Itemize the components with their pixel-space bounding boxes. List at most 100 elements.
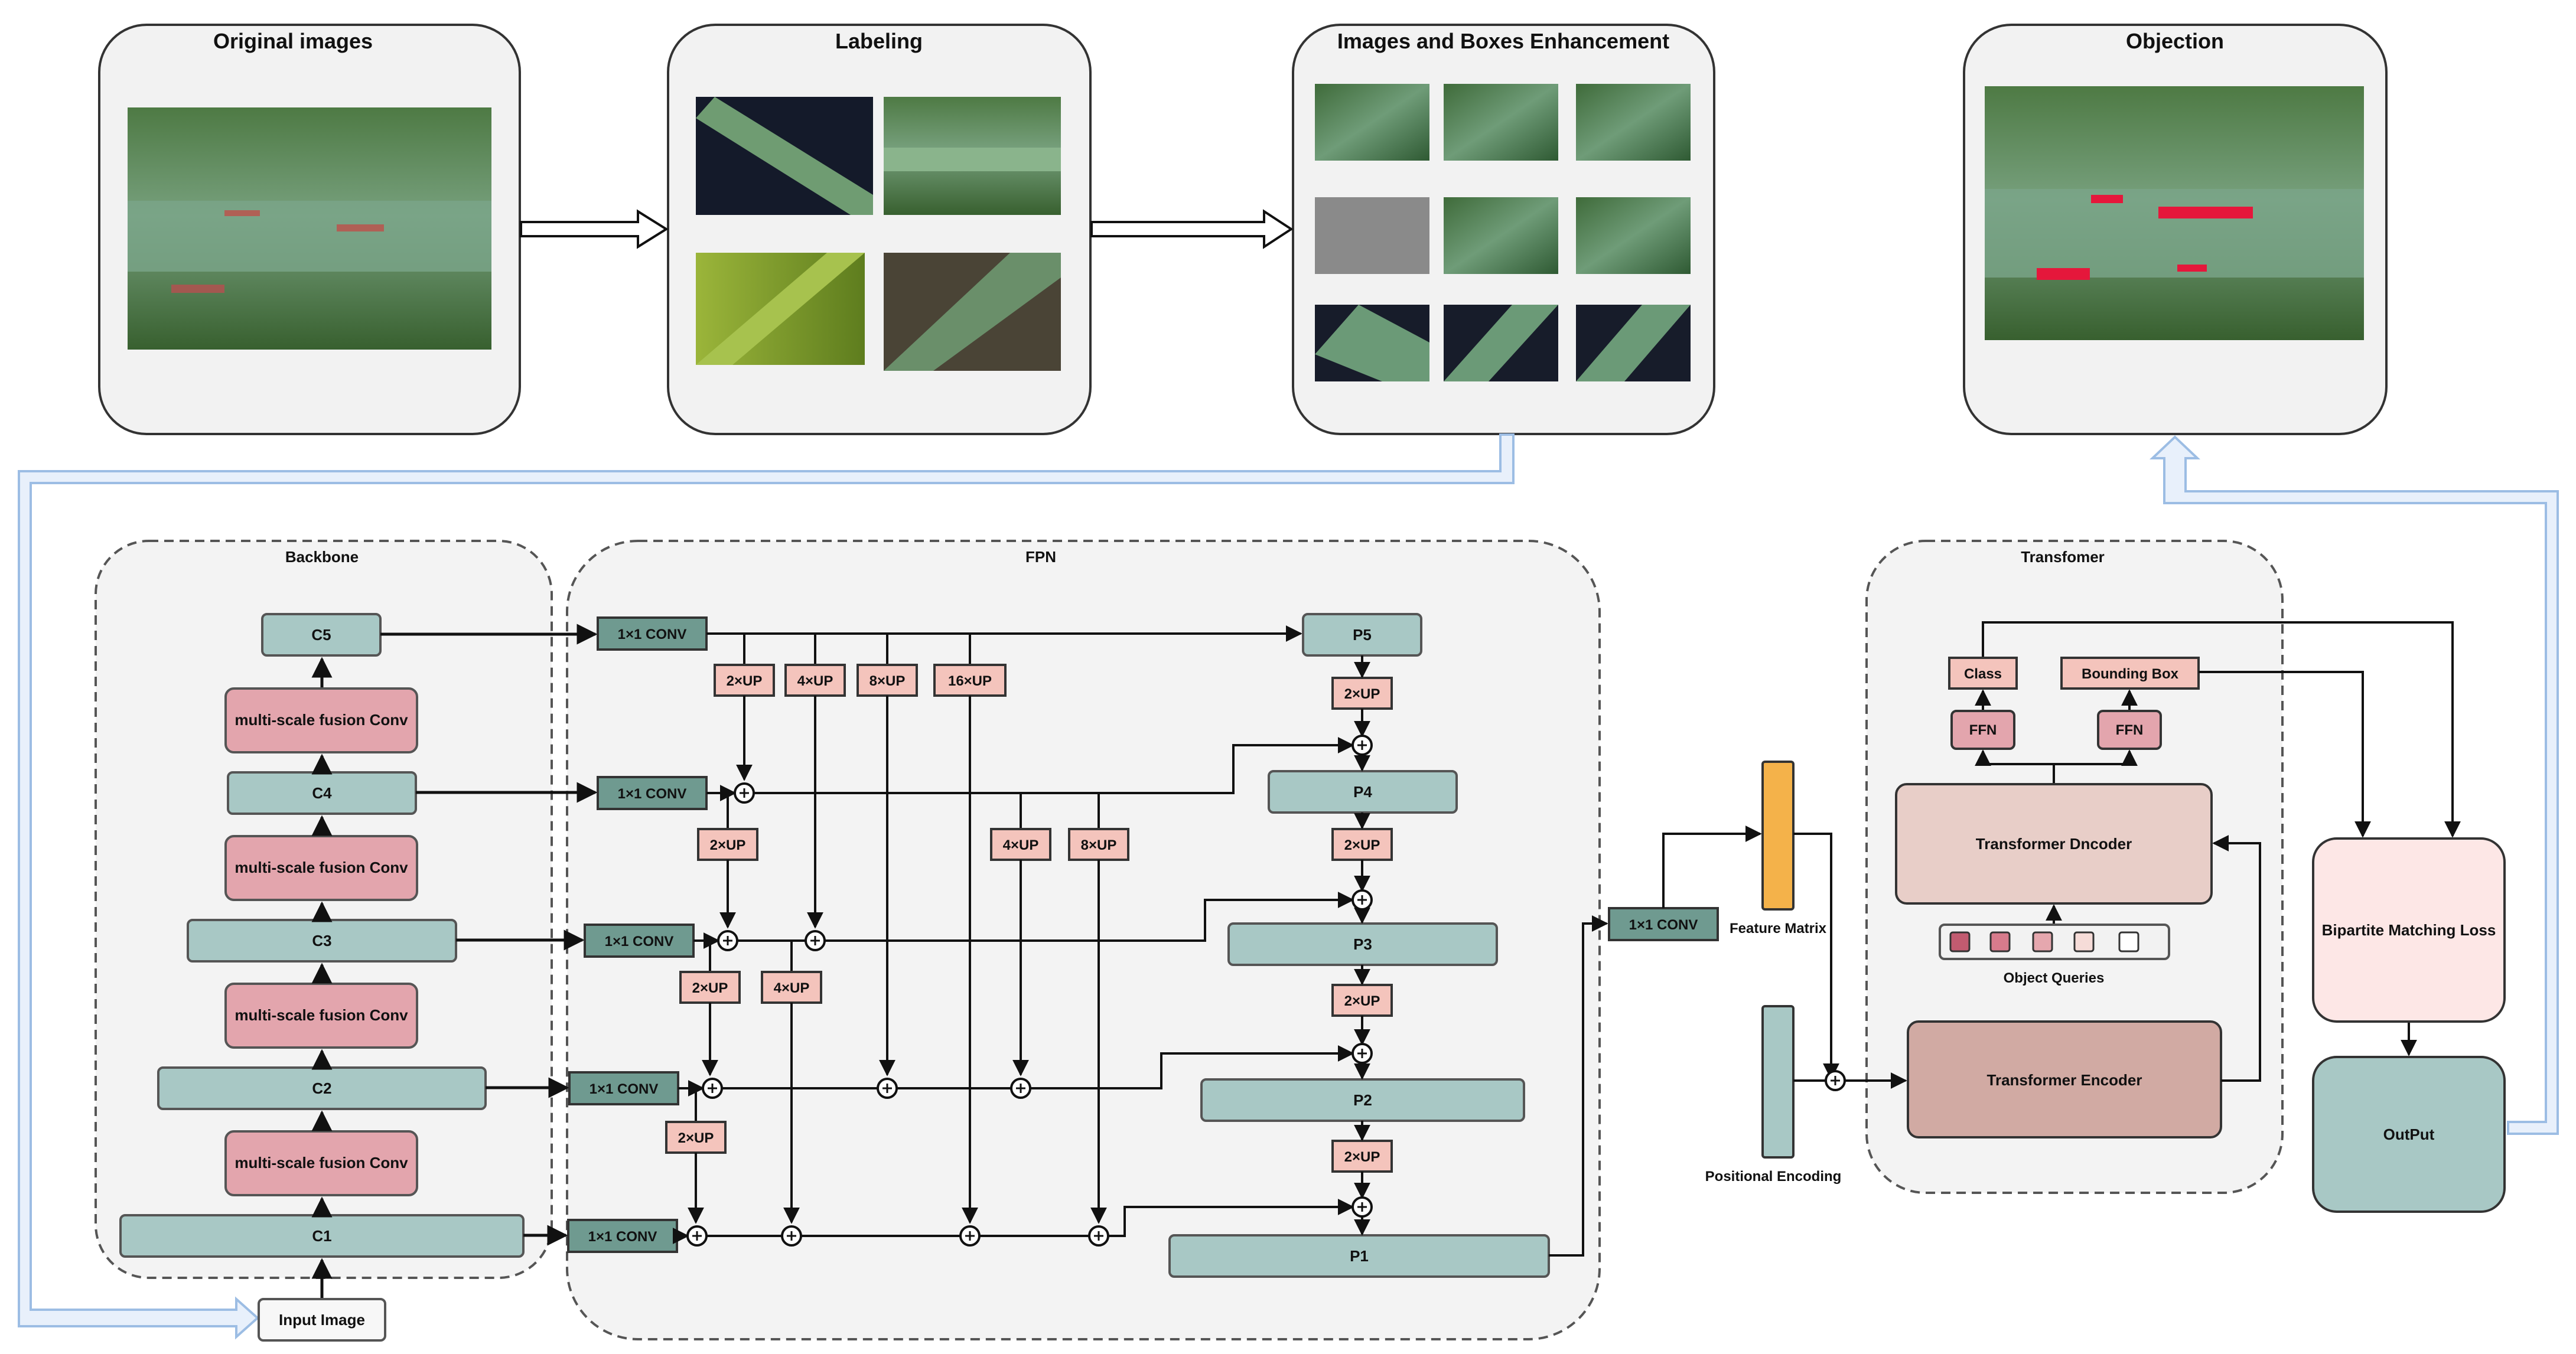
object-queries-label: Object Queries <box>2004 970 2105 986</box>
panel-title-original: Original images <box>213 29 373 53</box>
p1-node: P1 <box>1168 1234 1550 1278</box>
c3-node: C3 <box>187 919 457 963</box>
p5-label: P5 <box>1353 626 1372 644</box>
svg-text:2×UP: 2×UP <box>1344 1149 1380 1165</box>
c3-label: C3 <box>312 932 331 950</box>
svg-text:4×UP: 4×UP <box>1003 837 1039 853</box>
panel-enhancement: Images and Boxes Enhancement <box>1292 24 1715 435</box>
fpn-conv-5-label: 1×1 CONV <box>618 627 687 642</box>
svg-text:2×UP: 2×UP <box>692 980 728 996</box>
panel-title-labeling: Labeling <box>835 29 923 53</box>
bounding-box-label: Bounding Box <box>2082 666 2179 682</box>
up-c2-2x: 2×UP <box>665 1121 727 1154</box>
svg-text:16×UP: 16×UP <box>948 673 992 689</box>
up-c5-2x: 2×UP <box>714 664 775 697</box>
positional-encoding-label: Positional Encoding <box>1705 1169 1842 1185</box>
up-p3-2x: 2×UP <box>1331 984 1393 1017</box>
blue-flow-to-input <box>18 433 1515 1340</box>
decoder-label: Transformer Dncoder <box>1976 835 2132 853</box>
c4-label: C4 <box>312 784 332 802</box>
p1-label: P1 <box>1350 1247 1369 1265</box>
svg-text:4×UP: 4×UP <box>797 673 833 689</box>
svg-text:4×UP: 4×UP <box>774 980 810 996</box>
transformer-title: Transfomer <box>2021 548 2105 566</box>
backbone-title: Backbone <box>285 548 359 566</box>
transformer-connections <box>1662 621 2461 1089</box>
p2-node: P2 <box>1200 1078 1525 1122</box>
svg-text:2×UP: 2×UP <box>1344 686 1380 702</box>
fpn-sum-plus-signs <box>692 740 1367 1241</box>
up-p5-2x: 2×UP <box>1331 677 1393 710</box>
c1-node: C1 <box>119 1214 525 1258</box>
svg-text:2×UP: 2×UP <box>1344 837 1380 853</box>
msf-conv-4: multi-scale fusion Conv <box>224 687 418 753</box>
panel-title-enhancement: Images and Boxes Enhancement <box>1337 29 1669 53</box>
labeling-image-3 <box>696 253 865 365</box>
up-p4-2x: 2×UP <box>1331 828 1393 861</box>
enhanced-image-grid <box>1315 84 1691 381</box>
p4-label: P4 <box>1353 783 1372 801</box>
svg-text:2×UP: 2×UP <box>678 1130 714 1146</box>
feature-matrix-label: Feature Matrix <box>1730 921 1827 937</box>
transformer-decoder: Transformer Dncoder <box>1895 783 2213 905</box>
ffn-left: FFN <box>1950 710 2015 750</box>
up-c5-16x: 16×UP <box>933 664 1007 697</box>
up-c4-2x: 2×UP <box>697 828 758 861</box>
p3-node: P3 <box>1227 922 1498 966</box>
transformer-encoder: Transformer Encoder <box>1907 1020 2222 1138</box>
panel-labeling: Labeling <box>667 24 1092 435</box>
transformer-sum-node <box>1825 1070 1846 1091</box>
labeling-image-1 <box>696 97 873 215</box>
c5-node: C5 <box>261 613 382 657</box>
bipartite-matching-loss: Bipartite Matching Loss <box>2312 837 2506 1023</box>
class-label: Class <box>1964 666 2002 682</box>
msf-conv-4-label: multi-scale fusion Conv <box>235 711 408 729</box>
svg-text:2×UP: 2×UP <box>727 673 763 689</box>
labeling-image-4 <box>884 253 1061 371</box>
backbone-to-fpn-arrows <box>380 624 598 1246</box>
original-leaf-image <box>128 107 491 350</box>
up-c5-4x: 4×UP <box>784 664 846 697</box>
up-c3-2x: 2×UP <box>679 971 741 1004</box>
svg-text:8×UP: 8×UP <box>869 673 906 689</box>
up-c4-8x: 8×UP <box>1068 828 1129 861</box>
labeling-image-2 <box>884 97 1061 215</box>
fpn-conv-5: 1×1 CONV <box>597 616 708 651</box>
c1-label: C1 <box>312 1227 331 1245</box>
c5-label: C5 <box>311 626 331 644</box>
bipartite-label: Bipartite Matching Loss <box>2322 921 2496 939</box>
flow-arrow-2 <box>1090 209 1294 249</box>
fpn-conv-2: 1×1 CONV <box>568 1071 679 1105</box>
p4-node: P4 <box>1268 770 1458 814</box>
c2-label: C2 <box>312 1079 331 1097</box>
panel-objection: Objection <box>1963 24 2388 435</box>
panel-original-images: Original images <box>98 24 521 435</box>
p3-label: P3 <box>1353 935 1372 953</box>
svg-text:2×UP: 2×UP <box>710 837 746 853</box>
feature-matrix: Feature Matrix <box>1730 761 1827 937</box>
fpn-connections <box>672 625 1608 1257</box>
blue-flow-to-objection <box>2149 435 2559 1135</box>
p2-label: P2 <box>1353 1091 1372 1109</box>
flow-arrow-1 <box>520 209 669 249</box>
fpn-conv-1: 1×1 CONV <box>567 1219 678 1253</box>
positional-encoding: Positional Encoding <box>1705 1005 1842 1185</box>
c2-node: C2 <box>157 1066 487 1110</box>
up-c4-4x: 4×UP <box>990 828 1051 861</box>
output-node: OutPut <box>2312 1056 2506 1213</box>
up-p2-2x: 2×UP <box>1331 1140 1393 1173</box>
panel-title-objection: Objection <box>2126 29 2224 53</box>
fpn-conv-4-label: 1×1 CONV <box>618 786 687 802</box>
msf-conv-3-label: multi-scale fusion Conv <box>235 859 408 876</box>
fpn-conv-4: 1×1 CONV <box>597 776 708 810</box>
msf-conv-3: multi-scale fusion Conv <box>224 835 418 901</box>
transformer-conv: 1×1 CONV <box>1608 907 1719 941</box>
svg-text:8×UP: 8×UP <box>1081 837 1117 853</box>
fpn-title: FPN <box>1025 548 1056 566</box>
fpn-conv-1-label: 1×1 CONV <box>588 1229 657 1245</box>
output-label: OutPut <box>2383 1125 2435 1143</box>
fpn-conv-3: 1×1 CONV <box>584 924 695 958</box>
transformer-conv-label: 1×1 CONV <box>1629 917 1698 933</box>
up-c5-8x: 8×UP <box>857 664 918 697</box>
svg-text:2×UP: 2×UP <box>1344 993 1380 1009</box>
